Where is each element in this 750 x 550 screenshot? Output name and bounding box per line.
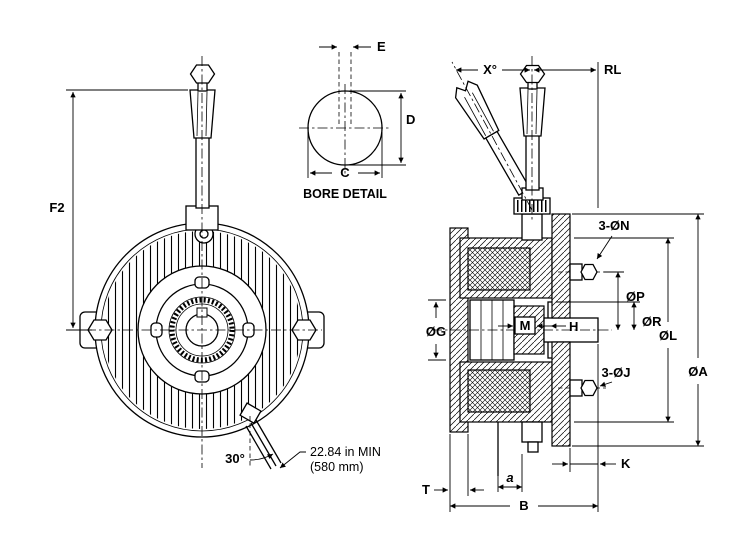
wire-angle-label: 30° [225,451,245,466]
dim-c: C [307,132,383,180]
dim-label-t: T [422,482,430,497]
dim-label-b: B [519,498,528,513]
dim-label-a: a [506,470,513,485]
section-body [449,197,599,476]
dim-label-c: C [340,165,350,180]
dim-m: M [498,316,552,335]
flange-lower [551,341,571,447]
dim-b: B [450,344,599,513]
lever-shaft [195,133,210,209]
dim-d: D [349,90,415,166]
wire-min-length-note: 22.84 in MIN (580 mm) [279,445,381,474]
section-view: X° RL 3-ØN ØP ØR Ø [422,56,708,513]
dim-rl: RL [534,62,621,208]
bottom-bolt-hex [580,379,598,397]
dim-label-op: ØP [626,289,645,304]
top-coil [467,247,531,291]
dim-e: E [319,39,386,54]
dim-f2: F2 [49,89,188,331]
dim-label-og: ØG [426,324,446,339]
dim-label-e: E [377,39,386,54]
dim-wire-angle: 30° [225,416,274,468]
top-bolt-hex [580,263,598,281]
bottom-pin [527,441,539,453]
dim-label-m: M [520,318,531,333]
wire-gland [239,402,262,425]
dim-label-rl: RL [604,62,621,77]
bottom-coil [467,369,531,413]
dim-label-k: K [621,456,631,471]
dim-label-ol: ØL [659,328,677,343]
dim-label-x-angle: X° [483,62,497,77]
dim-k: K [552,448,631,472]
lever-vertical-position [519,64,546,201]
top-bolt [558,263,606,281]
dim-t: T [422,434,484,512]
dim-label-d: D [406,112,415,127]
dim-label-h: H [569,319,578,334]
dim-a: a [497,454,523,492]
lever-hex-knob [189,64,216,84]
dim-label-3-on: 3-ØN [598,218,629,233]
bottom-bolt [558,379,606,397]
dim-label-oa: ØA [688,364,708,379]
bottom-stem [521,421,543,443]
bore-detail-view: E D C BORE DETAIL [299,39,415,201]
dim-og: ØG [426,299,446,361]
dim-label-or: ØR [642,314,662,329]
dim-label-f2: F2 [49,200,64,215]
dim-ol: ØL [574,237,677,423]
dim-x-angle: X° [456,62,530,77]
dim-oa: ØA [572,213,708,447]
dim-label-3-oj: 3-ØJ [602,365,631,380]
section-lever-hex-knob [519,64,546,84]
lever-swung-centerline [451,61,533,211]
dim-holes-top: 3-ØN [596,218,630,260]
dim-op: ØP [604,271,645,330]
dim-h: H [551,319,578,334]
bore-detail-title: BORE DETAIL [303,187,387,201]
wire-min-length-line1: 22.84 in MIN [310,445,381,459]
front-view: 30° 22.84 in MIN (580 mm) F2 [49,56,381,474]
dim-holes-bottom: 3-ØJ [599,365,631,387]
lever-grip [189,89,216,139]
wire-min-length-line2: (580 mm) [310,460,363,474]
dim-or: ØR [556,301,662,330]
